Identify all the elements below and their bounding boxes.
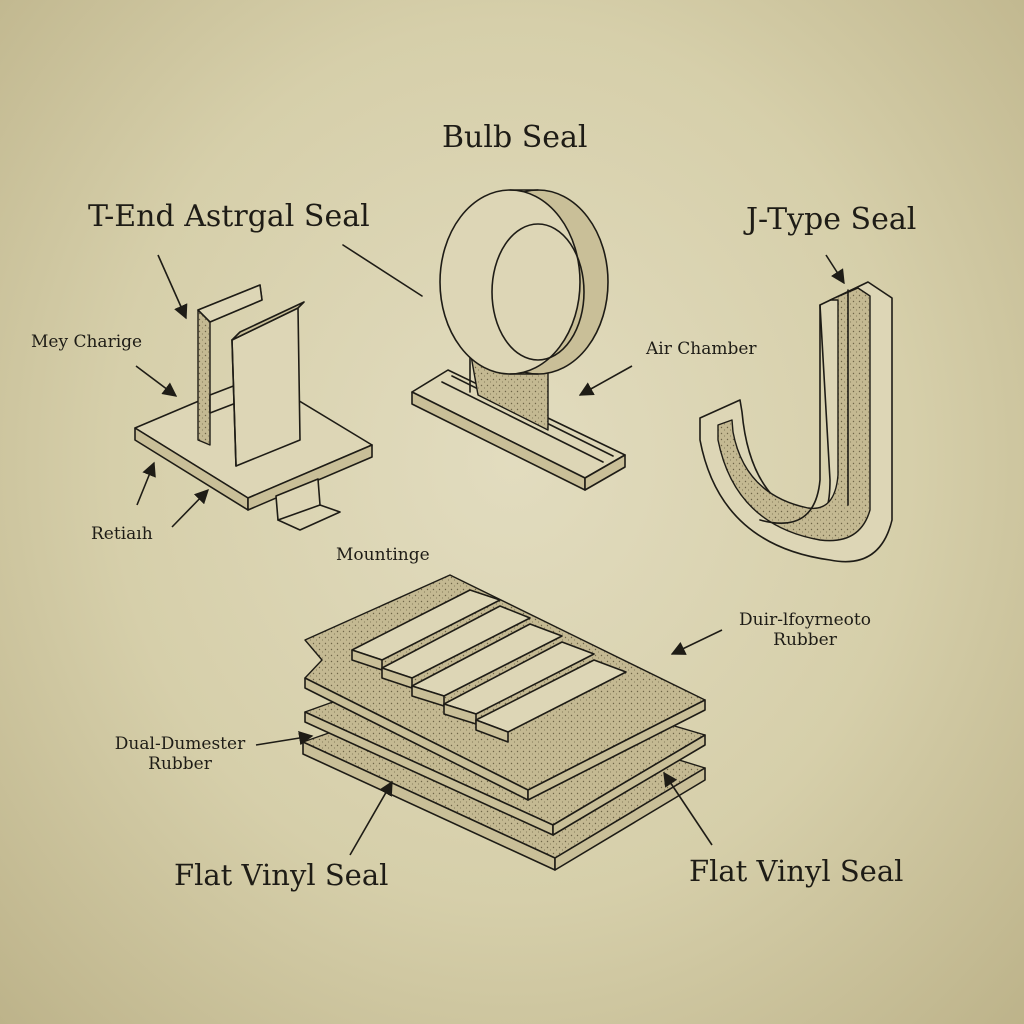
bulb-seal-drawing — [411, 189, 626, 491]
label-flat-vinyl-seal-right: Flat Vinyl Seal — [689, 854, 904, 888]
j-type-seal-drawing — [699, 281, 893, 563]
label-air-chamber: Air Chamber — [646, 339, 757, 359]
label-dual-lfoyrneoto-line2: Rubber — [773, 629, 837, 650]
label-mey-charige: Mey Charige — [31, 332, 143, 352]
label-dual-lfoyrneoto: Duir-lfoyrneoto Rubber — [735, 610, 875, 650]
label-flat-vinyl-seal-left: Flat Vinyl Seal — [174, 858, 389, 892]
label-dual-dumester-line2: Rubber — [148, 753, 212, 774]
j-seal-inner-band — [717, 287, 871, 542]
flat-top-ribs — [351, 589, 627, 743]
label-retiaih: Retiaıh — [91, 524, 153, 544]
t-end-base-side — [247, 444, 373, 511]
label-t-end-astragal-seal: T-End Astrgal Seal — [88, 199, 370, 234]
leader-lines — [135, 244, 845, 856]
bulb-base-side — [584, 454, 626, 491]
label-dual-dumester-line1: Dual-Dumester — [114, 734, 246, 754]
label-mountinge: Mountinge — [336, 545, 430, 565]
flat-vinyl-seal-drawing — [302, 574, 706, 871]
t-end-astragal-seal-drawing — [134, 284, 373, 531]
label-dual-dumester: Dual-Dumester Rubber — [108, 734, 252, 774]
label-dual-lfoyrneoto-line1: Duir-lfoyrneoto — [739, 610, 871, 630]
bulb-ring-hole — [491, 223, 585, 361]
label-bulb-seal: Bulb Seal — [442, 120, 588, 155]
label-j-type-seal: J-Type Seal — [746, 202, 917, 237]
